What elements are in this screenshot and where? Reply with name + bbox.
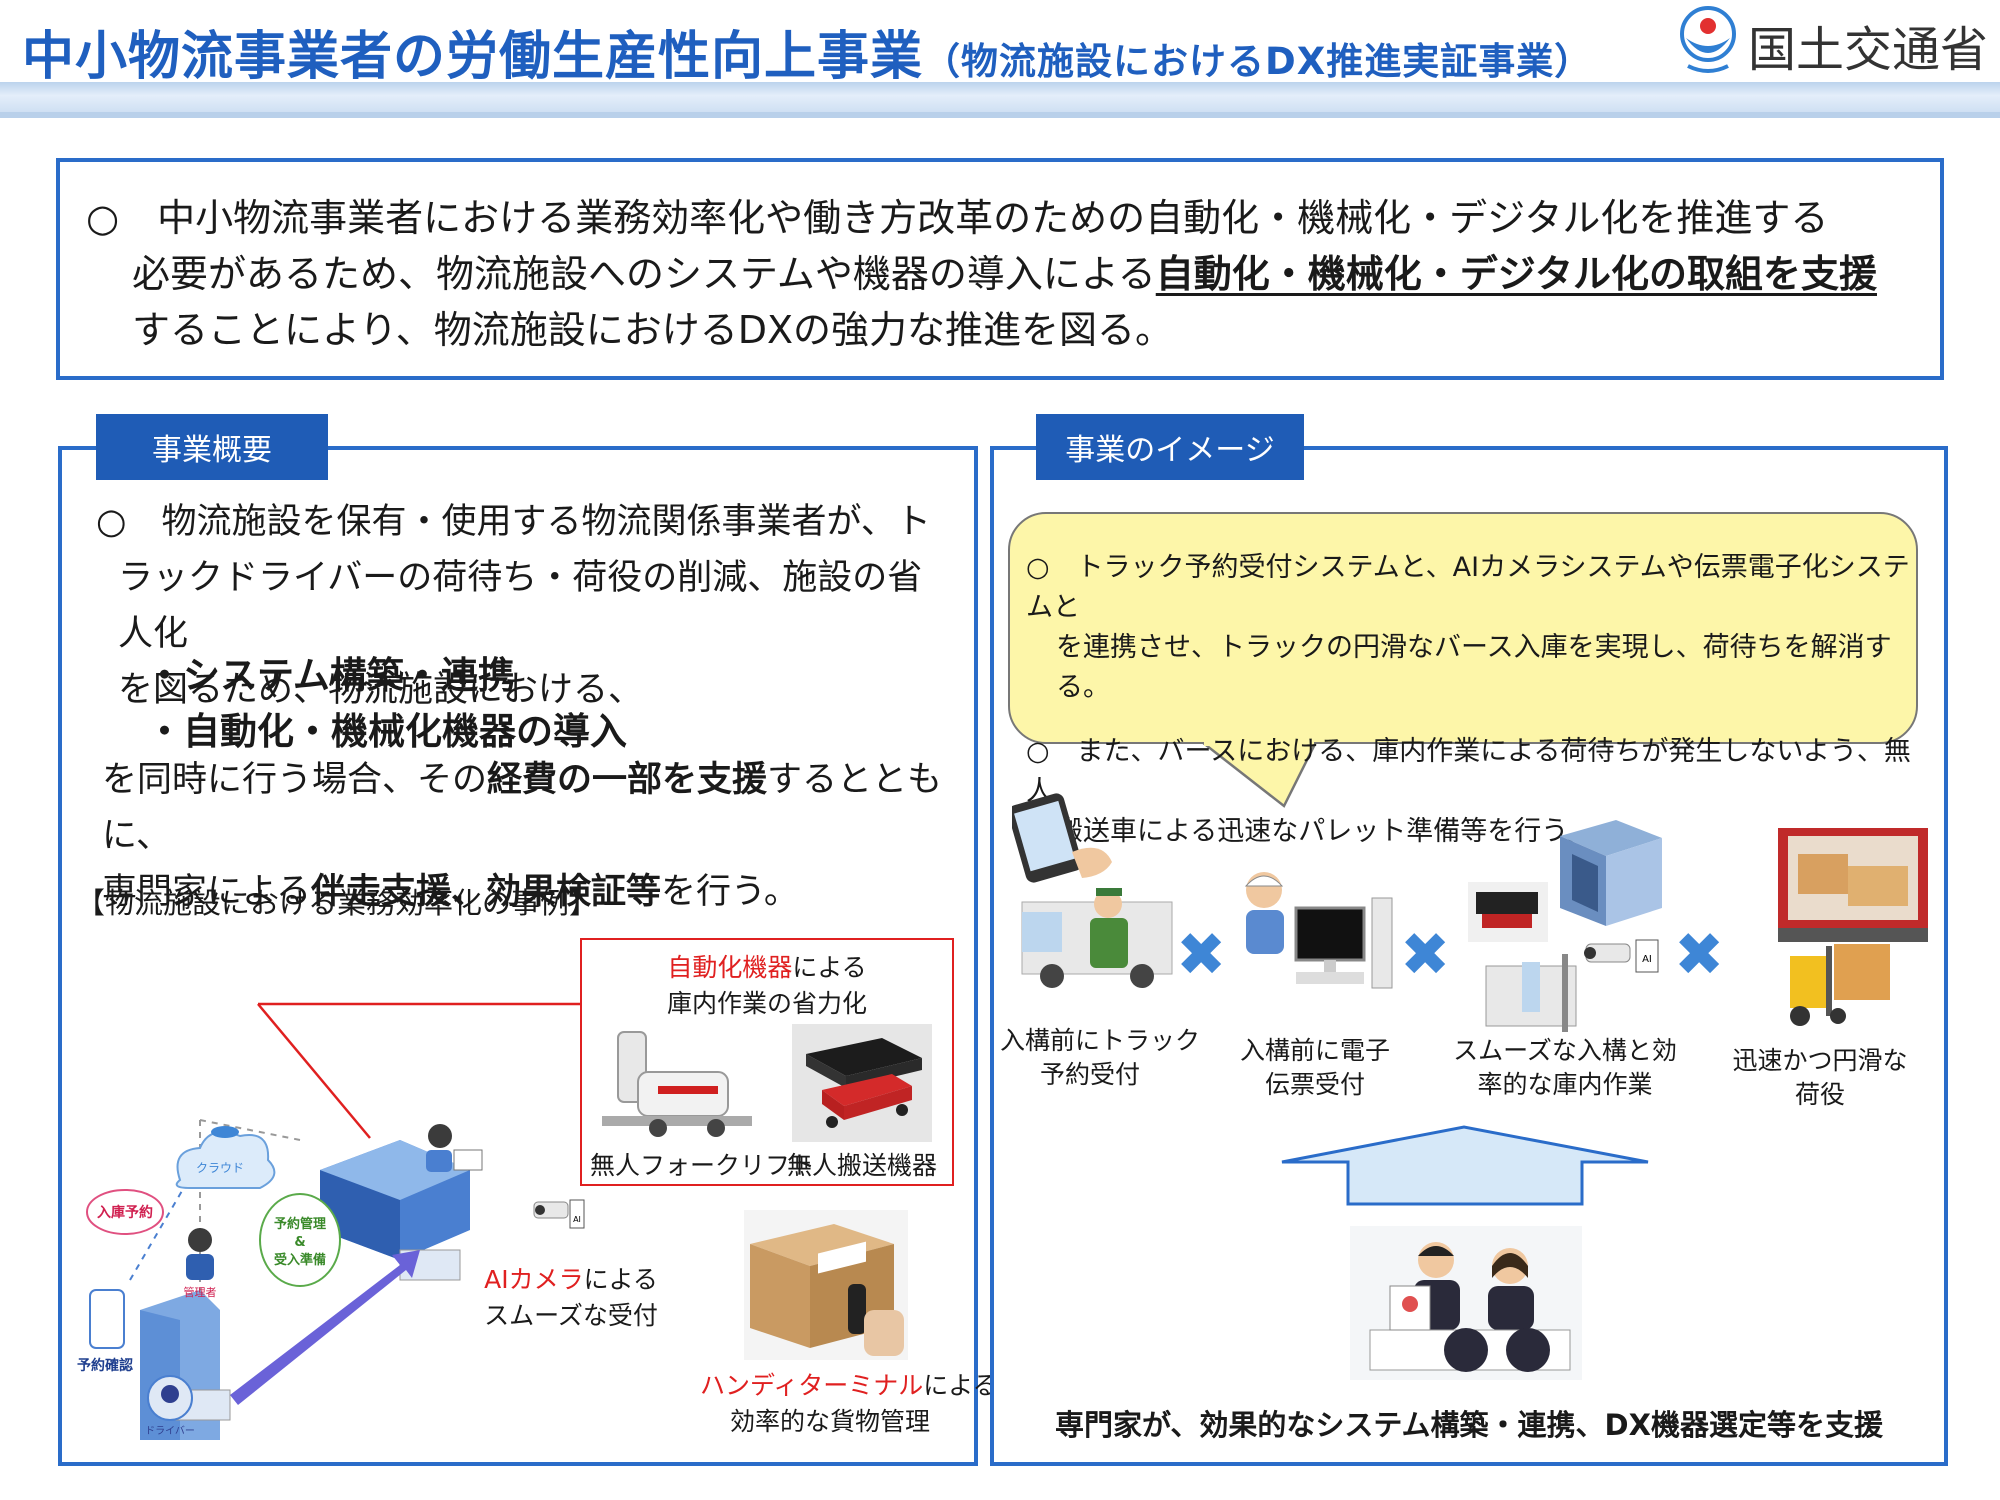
step-4-line-1: 迅速かつ円滑な bbox=[1732, 1046, 1908, 1075]
forklift-label: 無人フォークリフト bbox=[590, 1151, 816, 1180]
cross-icon-2: ✖ bbox=[1400, 920, 1451, 990]
svg-text:AI: AI bbox=[573, 1215, 581, 1224]
experts-meeting-illustration bbox=[1350, 1226, 1582, 1380]
ai-camera-caption-black: による bbox=[583, 1265, 658, 1294]
step-1-line-2: 予約受付 bbox=[1039, 1060, 1140, 1089]
title-subtitle: （物流施設におけるDX推進実証事業） bbox=[923, 40, 1593, 83]
step-4-line-2: 荷役 bbox=[1794, 1080, 1845, 1109]
intro-line-2: 必要があるため、物流施設へのシステムや機器の導入による自動化・機械化・デジタル化… bbox=[86, 246, 1926, 302]
truck-reservation-illustration bbox=[1012, 793, 1173, 988]
bullet-system: ・システム構築・連携 bbox=[146, 654, 515, 697]
overview-paragraph-2: を同時に行う場合、その経費の一部を支援するとともに、 専門家による伴走支援、効果… bbox=[102, 752, 962, 920]
bubble-line-4: 搬送車による迅速なパレット準備等を行う。 bbox=[1056, 816, 1594, 847]
bubble-line-1: ○ トラック予約受付システムと、AIカメラシステムや伝票電子化システムと bbox=[1026, 552, 1910, 623]
plan-label-3: 受入準備 bbox=[274, 1252, 326, 1268]
confirm-label: 予約確認 bbox=[77, 1357, 133, 1374]
handy-terminal-caption: ハンディターミナルによる 効率的な貨物管理 bbox=[700, 1368, 998, 1440]
handy-terminal-caption-black: による bbox=[923, 1371, 998, 1400]
carrier-image bbox=[792, 1024, 932, 1142]
overview-panel bbox=[58, 446, 978, 1466]
overview-line-5a: 専門家による bbox=[102, 872, 311, 912]
plan-label-1: 予約管理 bbox=[274, 1216, 326, 1232]
cross-icon-3: ✖ bbox=[1674, 920, 1725, 990]
logistics-system-diagram: クラウド 入庫予約 予約管理 & 受入準備 管理者 予約確認 ドライバー bbox=[77, 1002, 580, 1440]
automation-caption-line2: 庫内作業の省力化 bbox=[666, 989, 867, 1018]
intro-text: ○ 中小物流事業者における業務効率化や働き方改革のための自動化・機械化・デジタル… bbox=[86, 190, 1926, 358]
bullet-automation: ・自動化・機械化機器の導入 bbox=[146, 710, 627, 753]
ai-camera-caption-line2: スムーズな受付 bbox=[484, 1301, 658, 1330]
title-underline-line bbox=[0, 112, 2000, 118]
manager-label: 管理者 bbox=[184, 1285, 217, 1299]
ministry-logo-icon bbox=[1680, 6, 1736, 73]
cloud-label: クラウド bbox=[196, 1161, 244, 1175]
step-3-label: スムーズな入構と効 率的な庫内作業 bbox=[1450, 1034, 1680, 1102]
carrier-label: 無人搬送機器 bbox=[786, 1151, 937, 1180]
cross-icon-1: ✖ bbox=[1176, 920, 1227, 990]
image-tab: 事業のイメージ bbox=[1036, 414, 1304, 480]
step-3-line-1: スムーズな入構と効 bbox=[1453, 1036, 1677, 1065]
handy-terminal-image bbox=[744, 1210, 908, 1360]
cargo-handling-illustration bbox=[1778, 828, 1928, 1026]
speech-bubble bbox=[1008, 512, 1918, 744]
handy-terminal-caption-line2: 効率的な貨物管理 bbox=[729, 1407, 930, 1436]
ai-camera-caption-red: AIカメラ bbox=[484, 1265, 584, 1294]
bubble-line-2: を連携させ、トラックの円滑なバース入庫を実現し、荷待ちを解消する。 bbox=[1056, 632, 1892, 703]
step-2-line-1: 入構前に電子 bbox=[1239, 1036, 1390, 1065]
plan-label-2: & bbox=[294, 1235, 305, 1250]
overview-line-4a: を同時に行う場合、その bbox=[102, 760, 488, 800]
experts-support-caption: 専門家が、効果的なシステム構築・連携、DX機器選定等を支援 bbox=[1055, 1408, 1883, 1442]
intro-line-3: することにより、物流施設におけるDXの強力な推進を図る。 bbox=[132, 308, 1174, 352]
handy-terminal-caption-red: ハンディターミナル bbox=[700, 1371, 924, 1400]
title-main: 中小物流事業者の労働生産性向上事業 bbox=[22, 27, 924, 87]
automation-caption-black: による bbox=[792, 953, 867, 982]
ministry-name: 国土交通省 bbox=[1748, 22, 1989, 78]
step-2-label: 入構前に電子 伝票受付 bbox=[1230, 1034, 1400, 1102]
intro-box: ○ 中小物流事業者における業務効率化や働き方改革のための自動化・機械化・デジタル… bbox=[56, 158, 1944, 380]
overview-line-4: を同時に行う場合、その経費の一部を支援するとともに、 bbox=[102, 752, 962, 864]
intro-line-2b: 自動化・機械化・デジタル化の取組を支援 bbox=[1155, 252, 1877, 296]
ai-camera-icon: AI bbox=[533, 1199, 585, 1229]
overview-bullets: ・システム構築・連携 ・自動化・機械化機器の導入 bbox=[146, 648, 627, 760]
warehouse-illustration: AI bbox=[1468, 820, 1662, 1032]
up-arrow-icon bbox=[1281, 1125, 1649, 1206]
title-underline-bar bbox=[0, 82, 2000, 112]
page-title: 中小物流事業者の労働生産性向上事業（物流施設におけるDX推進実証事業） bbox=[22, 14, 1592, 89]
step-1-line-1: 入構前にトラック bbox=[1000, 1026, 1201, 1055]
image-panel bbox=[990, 446, 1948, 1466]
overview-line-5c: を行う。 bbox=[660, 872, 799, 912]
intro-line-1: ○ 中小物流事業者における業務効率化や働き方改革のための自動化・機械化・デジタル… bbox=[86, 196, 1829, 240]
step-1-label: 入構前にトラック 予約受付 bbox=[1000, 1024, 1201, 1092]
step-2-line-2: 伝票受付 bbox=[1264, 1070, 1365, 1099]
overview-line-5b: 伴走支援、効果検証等 bbox=[310, 872, 661, 912]
booking-label: 入庫予約 bbox=[97, 1204, 153, 1221]
step-3-line-2: 率的な庫内作業 bbox=[1477, 1070, 1653, 1099]
step-4-label: 迅速かつ円滑な 荷役 bbox=[1728, 1044, 1912, 1112]
forklift-image bbox=[602, 1031, 752, 1137]
overview-line-5: 専門家による伴走支援、効果検証等を行う。 bbox=[102, 864, 962, 920]
svg-text:AI: AI bbox=[1642, 954, 1652, 965]
overview-paragraph-1: ○ 物流施設を保有・使用する物流関係事業者が、ト ラックドライバーの荷待ち・荷役… bbox=[96, 494, 956, 718]
intro-line-2a: 必要があるため、物流施設へのシステムや機器の導入による bbox=[132, 252, 1156, 296]
driver-label: ドライバー bbox=[145, 1425, 195, 1437]
overview-line-3: を図るため、物流施設における、 bbox=[118, 670, 644, 710]
overview-line-1: ○ 物流施設を保有・使用する物流関係事業者が、ト bbox=[96, 502, 931, 542]
ai-camera-caption: AIカメラによる スムーズな受付 bbox=[476, 1262, 666, 1334]
overview-line-4c: するとともに、 bbox=[102, 760, 943, 856]
examples-title: 【物流施設における業務効率化の事例】 bbox=[76, 886, 599, 920]
automation-caption: 自動化機器による 庫内作業の省力化 bbox=[582, 950, 952, 1022]
overview-line-2: ラックドライバーの荷待ち・荷役の削減、施設の省人化 bbox=[118, 558, 923, 654]
overview-line-4b: 経費の一部を支援 bbox=[487, 760, 768, 800]
automation-callout bbox=[580, 938, 954, 1186]
speech-bubble-tail bbox=[1200, 742, 1318, 808]
e-slip-illustration bbox=[1244, 872, 1393, 989]
automation-caption-red: 自動化機器 bbox=[667, 953, 793, 982]
overview-tab: 事業概要 bbox=[96, 414, 328, 480]
